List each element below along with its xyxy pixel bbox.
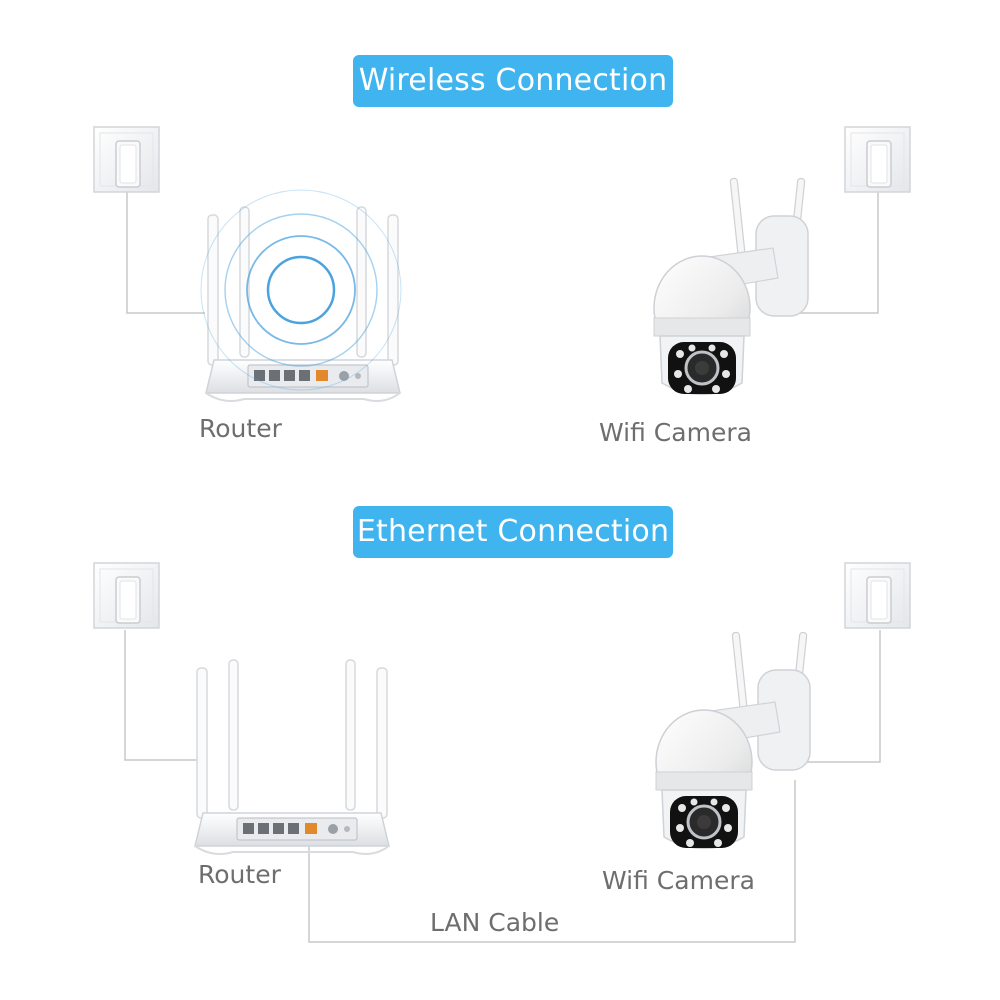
wireless-section — [93, 126, 911, 402]
router-icon — [194, 659, 390, 855]
power-cable-icon — [126, 190, 879, 314]
wall-socket-icon — [93, 126, 160, 193]
wifi-signal-icon — [200, 189, 402, 391]
power-cable-icon — [124, 630, 881, 763]
ethernet-connection-title: Ethernet Connection — [353, 506, 673, 558]
camera-label: Wifi Camera — [602, 866, 755, 895]
camera-label: Wifi Camera — [599, 418, 752, 447]
lan-cable-icon — [308, 780, 796, 943]
wall-socket-icon — [844, 562, 911, 629]
ptz-camera-icon — [654, 630, 812, 850]
wall-socket-icon — [93, 562, 160, 629]
ptz-camera-icon — [652, 176, 810, 396]
lan-cable-label: LAN Cable — [430, 908, 560, 937]
router-label: Router — [199, 414, 282, 443]
ethernet-section — [93, 562, 911, 943]
wall-socket-icon — [844, 126, 911, 193]
wireless-connection-title: Wireless Connection — [353, 55, 673, 107]
router-label: Router — [198, 860, 281, 889]
